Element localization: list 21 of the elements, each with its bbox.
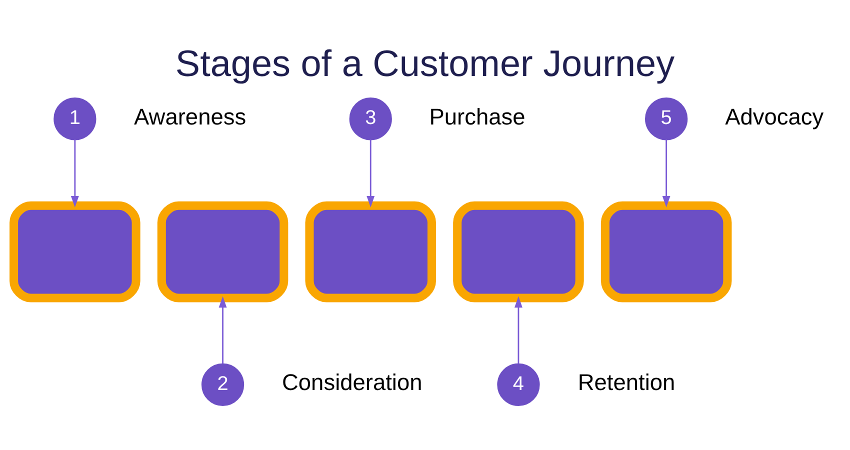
node-circle: 3 xyxy=(349,97,392,140)
arrow xyxy=(662,139,670,207)
node-label: Retention xyxy=(578,368,676,395)
node-box xyxy=(10,200,140,302)
node-label: Consideration xyxy=(282,368,422,395)
node-circle: 4 xyxy=(497,362,540,406)
node-box xyxy=(453,200,584,302)
node-circle: 5 xyxy=(645,97,688,140)
node-circle: 2 xyxy=(201,362,244,406)
node-box xyxy=(305,200,436,302)
diagram-title: Stages of a Customer Journey xyxy=(175,42,675,84)
node-label: Awareness xyxy=(134,102,246,129)
node-label: Purchase xyxy=(429,102,526,129)
node-box xyxy=(157,200,288,302)
arrow xyxy=(366,139,375,207)
arrow xyxy=(514,296,522,364)
node-label: Advocacy xyxy=(725,102,824,129)
node-circle: 1 xyxy=(54,97,96,140)
arrow xyxy=(70,139,79,207)
arrow xyxy=(218,296,227,364)
node-box xyxy=(600,200,732,302)
